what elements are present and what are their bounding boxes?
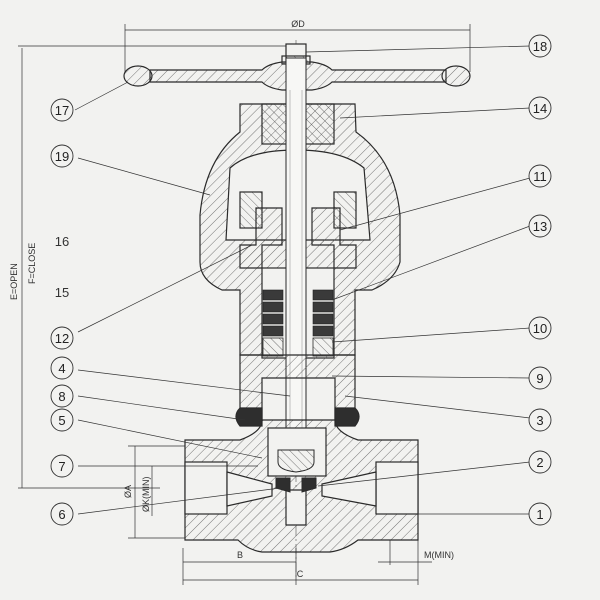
callout-14	[528, 96, 552, 120]
dim-a-label: ØA	[123, 485, 133, 498]
dim-m-min-label: M(MIN)	[424, 550, 454, 560]
callout-17-label: 17	[55, 103, 69, 118]
callout-13-label: 13	[533, 219, 547, 234]
disc-seat	[275, 449, 317, 493]
callout-18	[528, 34, 552, 58]
dim-e-open-label: E=OPEN	[9, 263, 19, 300]
dim-f-close-label: F=CLOSE	[27, 243, 37, 284]
callout-1	[528, 502, 552, 526]
callout-12-label: 12	[55, 331, 69, 346]
callout-6-label: 6	[58, 507, 65, 522]
dim-b-label: B	[237, 550, 243, 560]
callout-16-label: 16	[55, 234, 69, 249]
dim-d-label: ØD	[291, 19, 305, 29]
callout-18-label: 18	[533, 39, 547, 54]
callout-8	[50, 384, 74, 408]
leader-lines	[74, 45, 531, 515]
callout-2	[528, 450, 552, 474]
callout-10	[528, 316, 552, 340]
callout-19-label: 19	[55, 149, 69, 164]
callout-4-label: 4	[58, 361, 65, 376]
callout-7	[50, 454, 74, 478]
callout-19	[50, 144, 74, 168]
callout-17	[50, 98, 74, 122]
callout-3	[528, 408, 552, 432]
stem	[285, 57, 307, 454]
packing-rings	[262, 289, 334, 337]
callout-6	[50, 502, 74, 526]
callout-13	[528, 214, 552, 238]
callout-10-label: 10	[533, 321, 547, 336]
callout-9-label: 9	[536, 371, 543, 386]
bonnet-neck	[235, 354, 360, 427]
callout-15-label: 15	[55, 285, 69, 300]
callout-14-label: 14	[533, 101, 547, 116]
callout-8-label: 8	[58, 389, 65, 404]
callout-11-label: 11	[533, 169, 547, 184]
callout-5-label: 5	[58, 413, 65, 428]
callout-9	[528, 366, 552, 390]
callout-5	[50, 408, 74, 432]
callout-11	[528, 164, 552, 188]
dim-k-min-label: ØK(MIN)	[141, 477, 151, 513]
callout-3-label: 3	[536, 413, 543, 428]
callout-circles	[50, 34, 552, 526]
callout-12	[50, 326, 74, 350]
callout-1-label: 1	[536, 507, 543, 522]
callout-7-label: 7	[58, 459, 65, 474]
dim-c-label: C	[297, 569, 304, 579]
callout-4	[50, 356, 74, 380]
callout-2-label: 2	[536, 455, 543, 470]
